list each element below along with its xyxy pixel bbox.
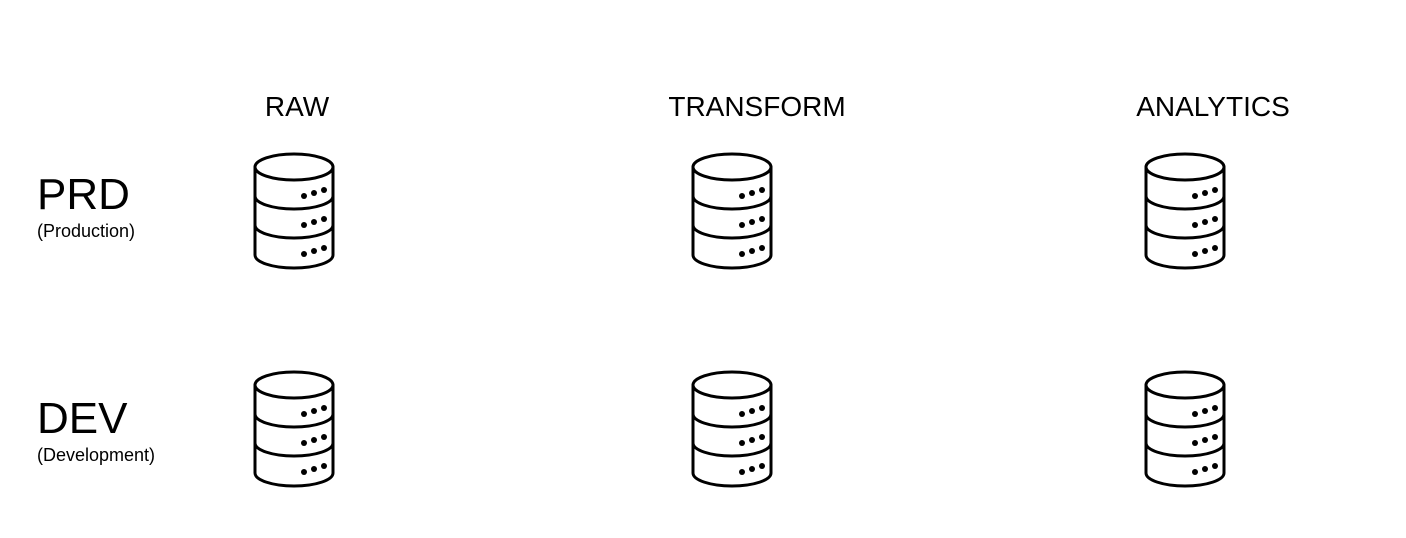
row-subtitle-prd: (Production) [37,221,136,241]
column-header-raw: RAW [264,91,330,122]
database-icon-dev-analytics [1144,370,1226,488]
row-title-dev: DEV [37,394,128,443]
database-icon-prd-raw [253,152,335,270]
column-header-analytics: ANALYTICS [1136,91,1290,122]
row-subtitle-dev: (Development) [37,445,156,465]
database-icon-prd-analytics [1144,152,1226,270]
column-header-transform: TRANSFORM [668,91,846,122]
row-label-dev: DEV (Development) [37,396,155,466]
database-icon-dev-raw [253,370,335,488]
row-label-prd: PRD (Production) [37,172,135,242]
database-icon-dev-transform [691,370,773,488]
row-title-prd: PRD [37,170,130,219]
database-icon-prd-transform [691,152,773,270]
